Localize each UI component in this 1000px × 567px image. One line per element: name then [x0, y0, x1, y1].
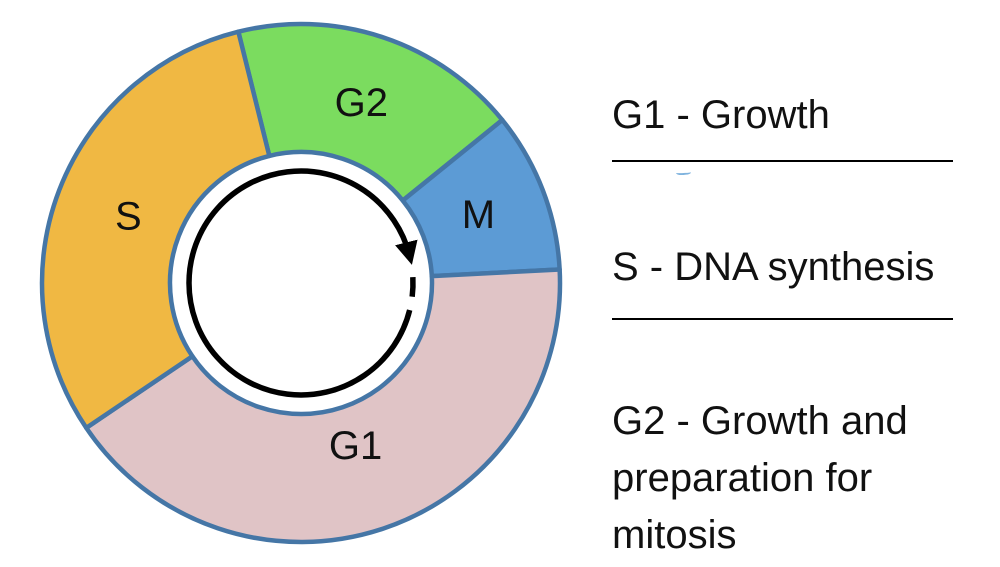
- legend-entry-s: S - DNA synthesis: [612, 219, 953, 320]
- segment-g1: [84, 267, 563, 545]
- segment-label-m: M: [462, 193, 495, 237]
- segment-s: [39, 29, 272, 431]
- donut-segments: [39, 21, 563, 545]
- cell-cycle-donut-svg: G2M G1 S: [39, 21, 563, 545]
- arrow-arc: [186, 168, 418, 398]
- segment-label-g1: G1: [329, 424, 382, 468]
- legend-entry-g1: G1 - Growth: [612, 57, 953, 162]
- legend-entry-g2: G2 - Growth and preparation for mitosis: [612, 377, 953, 567]
- segment-labels: G2M G1 S: [115, 81, 495, 468]
- phase-legend: G1 - Growth S - DNA synthesis G2 - Growt…: [612, 0, 953, 567]
- segment-label-s: S: [115, 195, 142, 239]
- segment-g2: [236, 21, 505, 203]
- arrow-start-dash: [409, 276, 416, 297]
- cycle-direction-arrow: [186, 168, 418, 398]
- segment-label-g2: G2: [335, 81, 388, 125]
